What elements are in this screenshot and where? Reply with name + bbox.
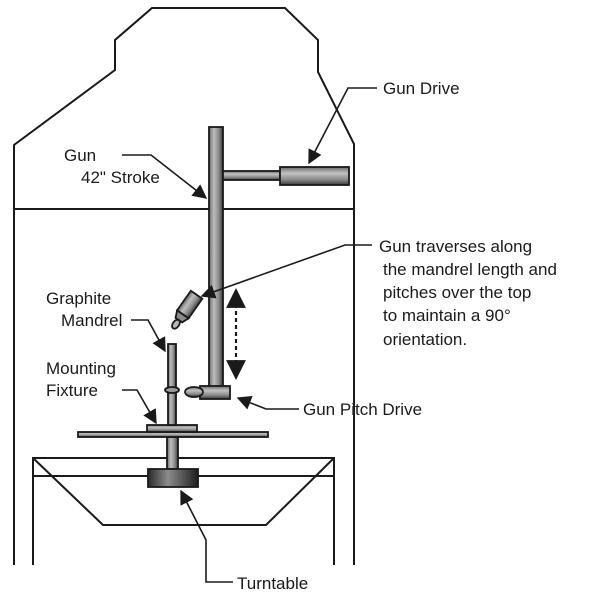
label-gun-pitch-drive: Gun Pitch Drive: [303, 400, 422, 419]
label-fixture-line2: Fixture: [46, 381, 98, 400]
leader-fixture: [122, 389, 157, 425]
leader-traverse: [200, 244, 372, 299]
label-gun-line2: 42" Stroke: [81, 168, 160, 187]
graphite-mandrel: [167, 343, 177, 426]
gun-drive-unit: [279, 166, 350, 186]
label-traverse-line4: to maintain a 90°: [383, 306, 511, 325]
leader-pitch-drive: [236, 396, 299, 410]
booth-outline: [13, 7, 355, 565]
gun-drive-arm: [222, 170, 281, 181]
leader-gun: [122, 154, 208, 199]
mandrel-base: [164, 386, 180, 394]
leader-mandrel: [131, 319, 166, 353]
gun-pitch-drive: [199, 385, 231, 400]
turntable-spindle: [166, 436, 179, 470]
label-traverse-line5: orientation.: [383, 330, 467, 349]
label-gun-line1: Gun: [64, 146, 96, 165]
mounting-fixture: [146, 424, 198, 433]
label-turntable: Turntable: [237, 574, 308, 593]
spray-gun-head: [171, 289, 204, 330]
gun-stroke-tube: [208, 126, 224, 394]
label-mandrel-line1: Graphite: [46, 289, 111, 308]
label-traverse-line1: Gun traverses along: [379, 237, 532, 256]
turntable-trough: [32, 457, 335, 565]
label-gun-drive: Gun Drive: [383, 79, 460, 98]
label-fixture-line1: Mounting: [46, 359, 116, 378]
label-mandrel-line2: Mandrel: [61, 311, 122, 330]
pitch-drive-nozzle: [184, 386, 204, 398]
label-traverse-line2: the mandrel length and: [383, 260, 557, 279]
leader-turntable: [180, 489, 233, 583]
turntable-hub: [147, 468, 199, 488]
label-traverse-line3: pitches over the top: [383, 283, 531, 302]
leader-gun-drive: [308, 87, 377, 165]
